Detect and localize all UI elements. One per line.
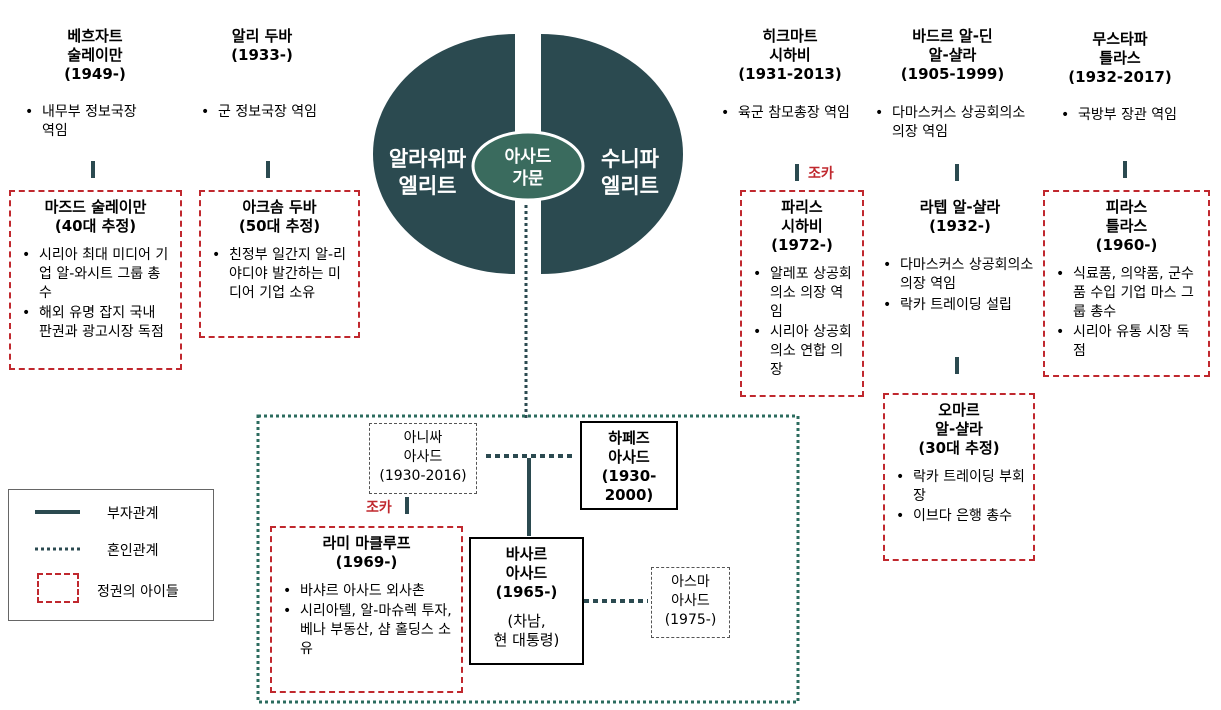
legend-parent-label: 부자관계 — [107, 506, 159, 522]
assad-family-ellipse — [471, 130, 585, 202]
assad-family-frame — [256, 414, 800, 704]
parent-child-link — [1123, 161, 1127, 178]
list-item: 시리아 유통 시장 독점 — [1053, 323, 1200, 361]
parent-child-link — [527, 458, 531, 536]
marriage-link — [584, 599, 648, 603]
list-item: 친정부 일간지 알-리야디야 발간하는 미디어 기업 소유 — [209, 246, 350, 303]
list-item: 시리아 최대 미디어 기업 알-와시트 그룹 총수 — [19, 246, 172, 303]
list-item: 시리아텔, 알-마슈렉 투자, 베나 부동산, 샴 홀딩스 소유 — [280, 602, 453, 659]
list-item: 내무부 정보국장 역임 — [22, 103, 152, 141]
list-item: 시리아 상공회의소 연합 의장 — [750, 323, 854, 380]
ali-duba-bullets: 군 정보국장 역임 — [198, 103, 323, 124]
badr-al-din-bullets: 다마스커스 상공회의소 의장 역임 — [872, 104, 1037, 144]
list-item: 락카 트레이딩 설립 — [880, 296, 1040, 315]
parent-child-link — [405, 497, 409, 514]
list-item: 락카 트레이딩 부회장 — [893, 468, 1025, 506]
list-item: 식료품, 의약품, 군수품 수입 기업 마스 그룹 총수 — [1053, 265, 1200, 322]
parent-child-link — [795, 164, 799, 181]
legend-children-label: 정권의 아이들 — [97, 584, 179, 600]
marriage-link — [486, 454, 576, 458]
list-item: 국방부 장관 역임 — [1058, 106, 1188, 125]
list-item: 육군 참모총장 역임 — [718, 104, 868, 123]
aksom-duba-box: 아크솜 두바(50대 추정) 친정부 일간지 알-리야디야 발간하는 미디어 기… — [199, 190, 360, 338]
mustafa-tlass-bullets: 국방부 장관 역임 — [1058, 106, 1188, 127]
legend-marriage-label: 혼인관계 — [107, 543, 159, 559]
nephew-label: 조카 — [366, 500, 392, 516]
list-item: 다마스커스 상공회의소 의장 역임 — [880, 256, 1040, 294]
nephew-label: 조카 — [808, 166, 834, 182]
list-item: 다마스커스 상공회의소 의장 역임 — [872, 104, 1037, 142]
parent-child-link — [266, 161, 270, 178]
family-connector — [524, 205, 528, 418]
list-item: 바샤르 아사드 외사촌 — [280, 582, 453, 601]
legend: 부자관계 혼인관계 정권의 아이들 — [8, 489, 214, 621]
legend-children-swatch — [37, 573, 79, 603]
alawite-half — [373, 34, 515, 274]
hikmat-shihabi-bullets: 육군 참모총장 역임 — [718, 104, 868, 125]
list-item: 알레포 상공회의소 의장 역임 — [750, 265, 854, 322]
list-item: 해외 유명 잡지 국내 판권과 광고시장 독점 — [19, 304, 172, 342]
rateb-al-shalah-bullets: 다마스커스 상공회의소 의장 역임 락카 트레이딩 설립 — [880, 256, 1040, 317]
legend-parent-line — [35, 510, 80, 514]
parent-child-link — [955, 357, 959, 374]
behjat-suleiman-bullets: 내무부 정보국장 역임 — [22, 103, 152, 143]
rami-makhlouf-box: 라미 마클루프(1969-) 바샤르 아사드 외사촌 시리아텔, 알-마슈렉 투… — [270, 526, 463, 693]
ali-duba-name: 알리 두바(1933-) — [231, 27, 293, 64]
parent-child-link — [955, 164, 959, 181]
list-item: 군 정보국장 역임 — [198, 103, 323, 122]
sunni-half — [541, 34, 683, 274]
majd-suleiman-box: 마즈드 술레이만(40대 추정) 시리아 최대 미디어 기업 알-와시트 그룹 … — [9, 190, 182, 370]
elite-oval — [373, 34, 683, 274]
parent-child-link — [91, 161, 95, 178]
legend-marriage-line — [35, 547, 81, 551]
list-item: 이브다 은행 총수 — [893, 507, 1025, 526]
rateb-al-shalah-name: 라텝 알-샬라(1932-) — [919, 198, 1001, 235]
